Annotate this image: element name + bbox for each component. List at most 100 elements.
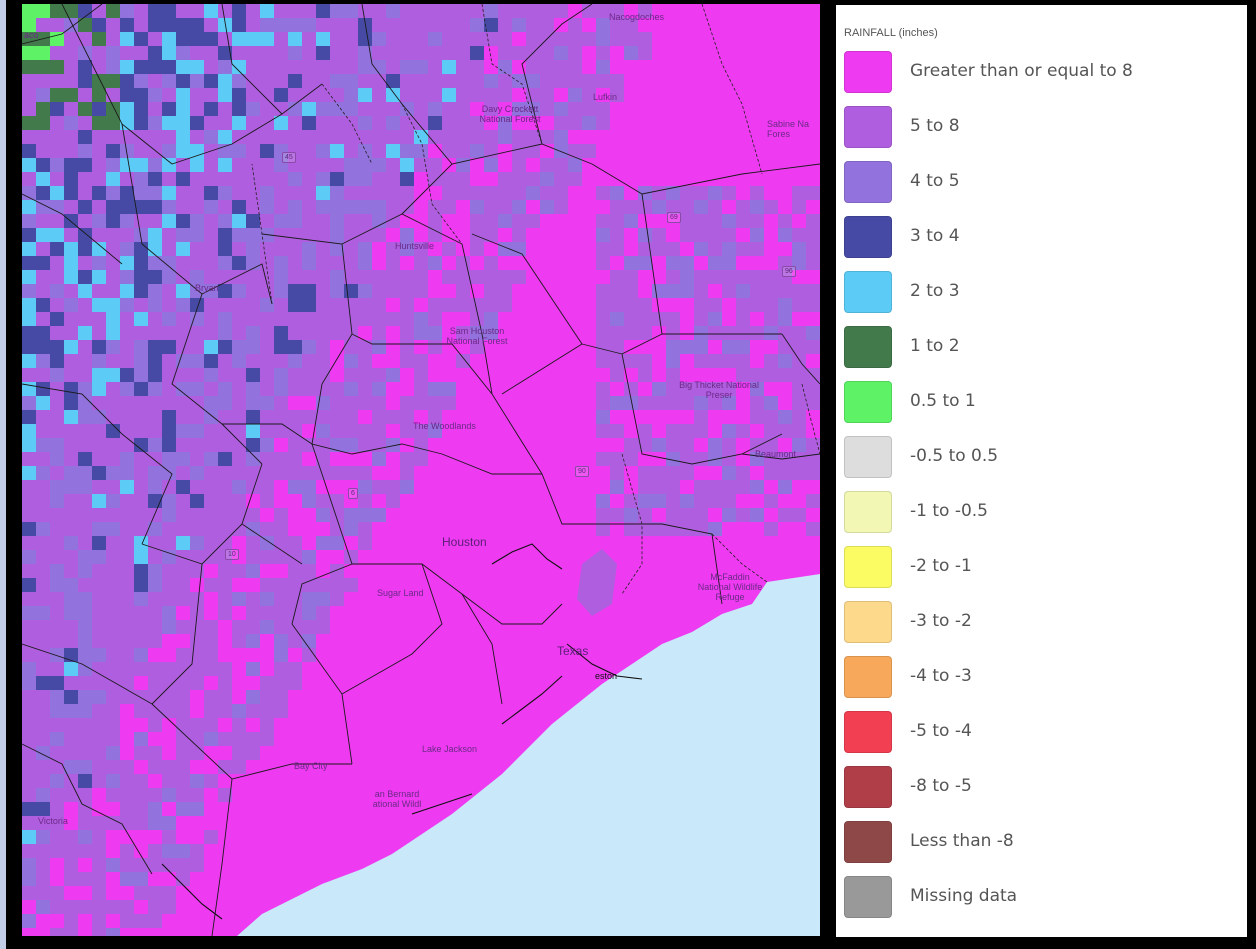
precip-cell bbox=[106, 774, 120, 788]
precip-cell bbox=[204, 508, 218, 522]
precip-cell bbox=[666, 508, 680, 522]
precip-cell bbox=[92, 732, 106, 746]
precip-cell bbox=[750, 186, 764, 200]
precip-cell bbox=[512, 158, 526, 172]
precip-cell bbox=[288, 368, 302, 382]
precip-cell bbox=[470, 130, 484, 144]
precip-cell bbox=[36, 536, 50, 550]
precip-cell bbox=[638, 424, 652, 438]
precip-cell bbox=[750, 396, 764, 410]
precip-cell bbox=[64, 46, 78, 60]
precip-cell bbox=[64, 438, 78, 452]
precip-cell bbox=[64, 256, 78, 270]
precip-cell bbox=[162, 508, 176, 522]
precip-cell bbox=[50, 662, 64, 676]
precip-cell bbox=[792, 452, 806, 466]
precip-cell bbox=[36, 662, 50, 676]
legend-item: 3 to 4 bbox=[844, 216, 1224, 260]
precip-cell bbox=[624, 396, 638, 410]
precip-cell bbox=[358, 144, 372, 158]
precip-cell bbox=[106, 620, 120, 634]
precip-cell bbox=[764, 298, 778, 312]
rainfall-map-canvas bbox=[22, 4, 820, 936]
precip-cell bbox=[512, 102, 526, 116]
precip-cell bbox=[36, 298, 50, 312]
precip-cell bbox=[316, 508, 330, 522]
precip-cell bbox=[246, 564, 260, 578]
precip-cell bbox=[106, 102, 120, 116]
precip-cell bbox=[722, 242, 736, 256]
precip-cell bbox=[78, 774, 92, 788]
precip-cell bbox=[218, 18, 232, 32]
precip-cell bbox=[736, 270, 750, 284]
precip-cell bbox=[134, 228, 148, 242]
precip-cell bbox=[708, 214, 722, 228]
precip-cell bbox=[638, 228, 652, 242]
precip-cell bbox=[316, 200, 330, 214]
precip-cell bbox=[232, 116, 246, 130]
precip-cell bbox=[666, 270, 680, 284]
precip-cell bbox=[806, 298, 820, 312]
precip-cell bbox=[540, 46, 554, 60]
precip-cell bbox=[176, 46, 190, 60]
precip-cell bbox=[232, 312, 246, 326]
precip-cell bbox=[274, 102, 288, 116]
precip-cell bbox=[148, 172, 162, 186]
gulf-water bbox=[237, 574, 820, 936]
precip-cell bbox=[372, 452, 386, 466]
precip-cell bbox=[22, 424, 36, 438]
precip-cell bbox=[302, 312, 316, 326]
precip-cell bbox=[512, 74, 526, 88]
precip-cell bbox=[428, 18, 442, 32]
precip-cell bbox=[358, 60, 372, 74]
precip-cell bbox=[246, 634, 260, 648]
precip-cell bbox=[554, 186, 568, 200]
precip-cell bbox=[148, 578, 162, 592]
precip-cell bbox=[400, 144, 414, 158]
precip-cell bbox=[218, 74, 232, 88]
precip-cell bbox=[232, 424, 246, 438]
precip-cell bbox=[36, 4, 50, 18]
precip-cell bbox=[64, 858, 78, 872]
precip-cell bbox=[484, 18, 498, 32]
precip-cell bbox=[36, 480, 50, 494]
precip-cell bbox=[92, 914, 106, 928]
precip-cell bbox=[232, 354, 246, 368]
precip-cell bbox=[64, 690, 78, 704]
precip-cell bbox=[386, 438, 400, 452]
precip-cell bbox=[204, 102, 218, 116]
rainfall-map[interactable]: Nacogdoches Lufkin Davy Crockett Nationa… bbox=[22, 4, 820, 936]
precip-cell bbox=[190, 270, 204, 284]
precip-cell bbox=[92, 382, 106, 396]
precip-cell bbox=[638, 508, 652, 522]
precip-cell bbox=[694, 382, 708, 396]
precip-cell bbox=[204, 60, 218, 74]
precip-cell bbox=[792, 186, 806, 200]
precip-cell bbox=[134, 326, 148, 340]
precip-cell bbox=[372, 186, 386, 200]
precip-cell bbox=[64, 298, 78, 312]
legend-item: -5 to -4 bbox=[844, 711, 1224, 755]
precip-cell bbox=[302, 74, 316, 88]
precip-cell bbox=[64, 368, 78, 382]
precip-cell bbox=[400, 326, 414, 340]
precip-cell bbox=[134, 172, 148, 186]
precip-cell bbox=[106, 382, 120, 396]
precip-cell bbox=[680, 228, 694, 242]
precip-cell bbox=[638, 354, 652, 368]
precip-cell bbox=[568, 18, 582, 32]
precip-cell bbox=[568, 116, 582, 130]
precip-cell bbox=[540, 186, 554, 200]
precip-cell bbox=[498, 116, 512, 130]
precip-cell bbox=[302, 564, 316, 578]
precip-cell bbox=[64, 550, 78, 564]
precip-cell bbox=[708, 494, 722, 508]
precip-cell bbox=[666, 452, 680, 466]
precip-cell bbox=[358, 312, 372, 326]
precip-cell bbox=[246, 508, 260, 522]
precip-cell bbox=[386, 312, 400, 326]
precip-cell bbox=[204, 74, 218, 88]
precip-cell bbox=[470, 18, 484, 32]
legend-item: Less than -8 bbox=[844, 821, 1224, 865]
precip-cell bbox=[162, 4, 176, 18]
